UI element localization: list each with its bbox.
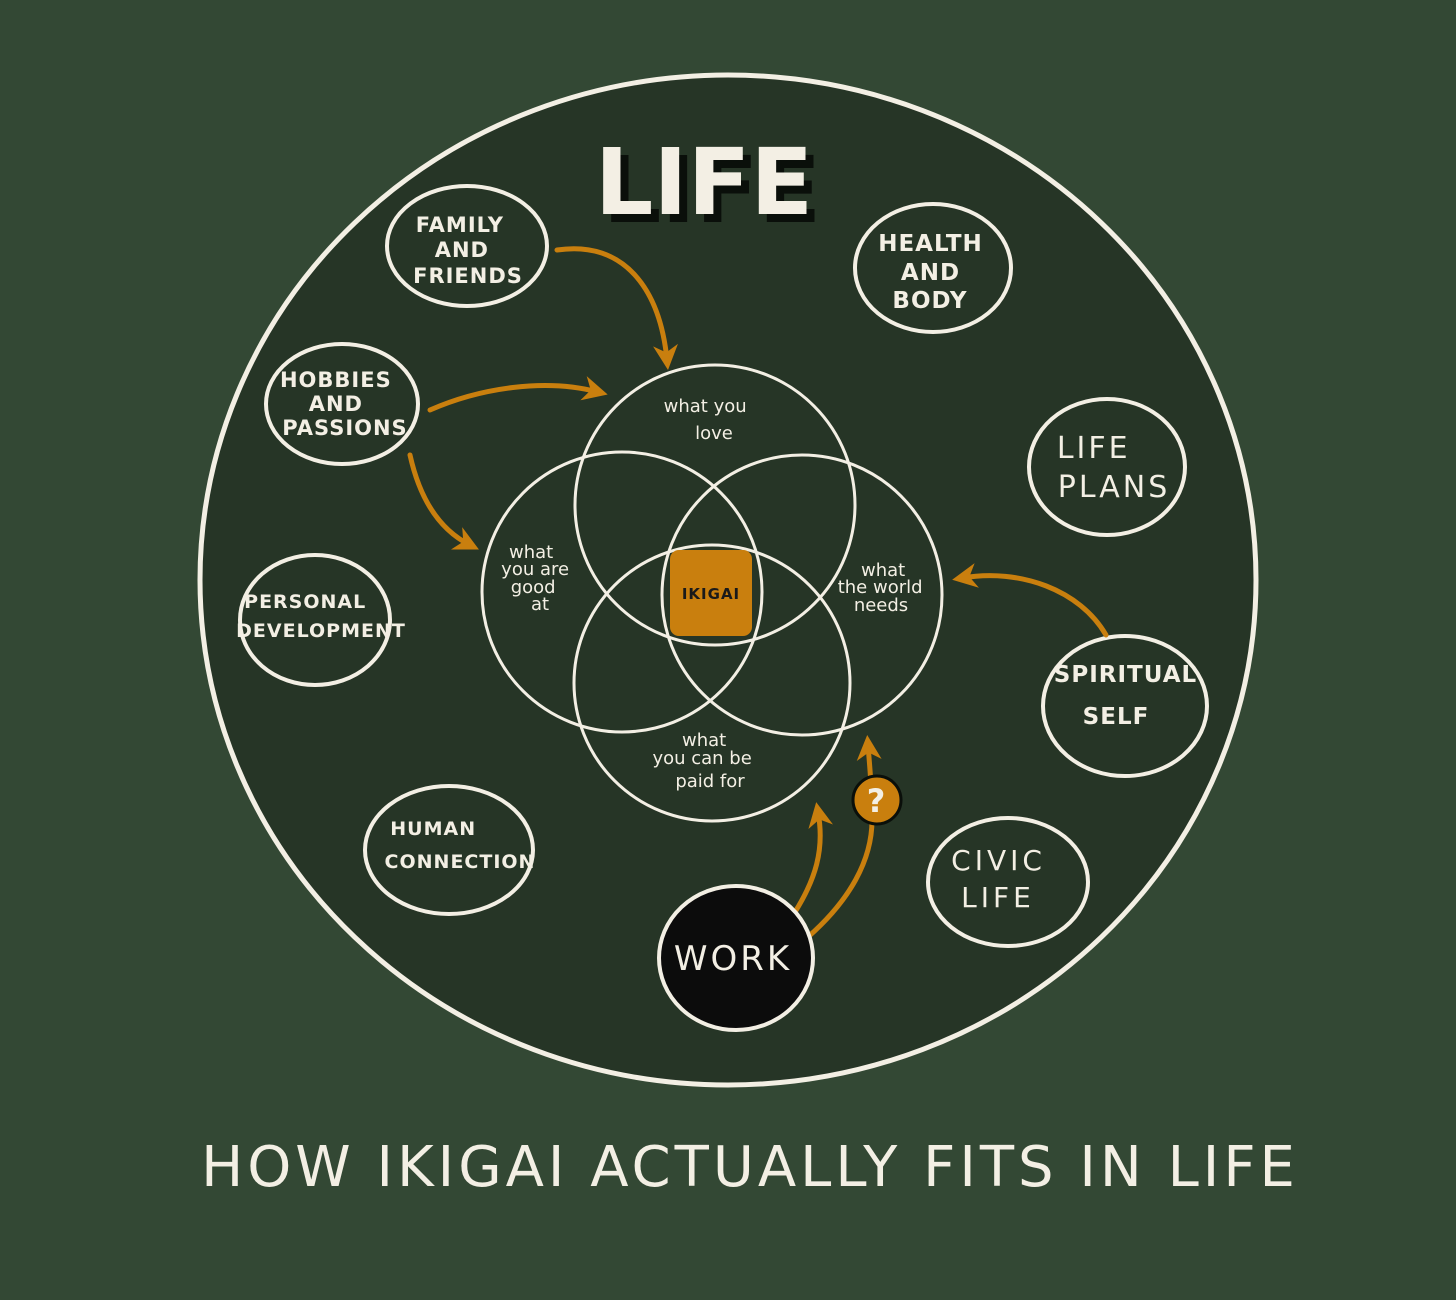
venn-label-world: what the world needs	[838, 560, 929, 616]
bubble-civic	[926, 816, 1090, 948]
venn-circle-world	[660, 453, 944, 737]
venn-label-paid: what you can be paid for	[652, 730, 757, 792]
venn-circle-paid	[572, 543, 852, 823]
bubble-human	[363, 784, 535, 916]
arrow-work-to-world	[805, 735, 882, 940]
bubble-health-label: HEALTH AND BODY	[878, 231, 992, 314]
bubble-health	[853, 202, 1013, 334]
bubble-family-label: FAMILY AND FRIENDS	[413, 213, 523, 288]
bubble-human-label: HUMAN CONNECTION	[385, 818, 536, 873]
bubble-spiritual-label: SPIRITUAL SELF	[1054, 662, 1206, 730]
venn-circle-good	[480, 450, 764, 734]
arrow-spiritual-to-world	[952, 563, 1109, 638]
question-mark: ?	[867, 782, 886, 820]
ikigai-center	[670, 550, 752, 636]
bubble-plans-label: LIFE PLANS	[1057, 431, 1170, 505]
venn-diagram	[480, 363, 944, 823]
venn-circle-love	[573, 363, 857, 647]
bubble-family	[385, 184, 549, 308]
arrow-work-to-paid	[792, 802, 834, 915]
caption: HOW IKIGAI ACTUALLY FITS IN LIFE	[201, 1135, 1299, 1200]
arrow-hobbies-to-love	[427, 376, 608, 413]
arrow-hobbies-to-good	[407, 452, 479, 550]
work-label: WORK	[674, 939, 792, 979]
bubble-spiritual	[1041, 634, 1209, 778]
bubble-personal	[238, 553, 392, 687]
venn-label-good: what you are good at	[501, 542, 575, 615]
bubble-personal-label: PERSONAL DEVELOPMENT	[236, 591, 406, 642]
title-shadow: LIFE	[603, 137, 822, 244]
bubble-hobbies-label: HOBBIES AND PASSIONS	[280, 368, 408, 440]
question-badge	[851, 774, 903, 826]
arrow-family-to-love	[554, 246, 678, 370]
bubble-hobbies	[264, 342, 420, 466]
title: LIFE	[595, 129, 814, 236]
venn-label-love: what you love	[664, 396, 753, 444]
work-circle	[657, 884, 815, 1032]
bubble-civic-label: CIVIC LIFE	[951, 844, 1059, 914]
bubble-plans	[1027, 397, 1187, 537]
ikigai-label: IKIGAI	[682, 585, 740, 603]
